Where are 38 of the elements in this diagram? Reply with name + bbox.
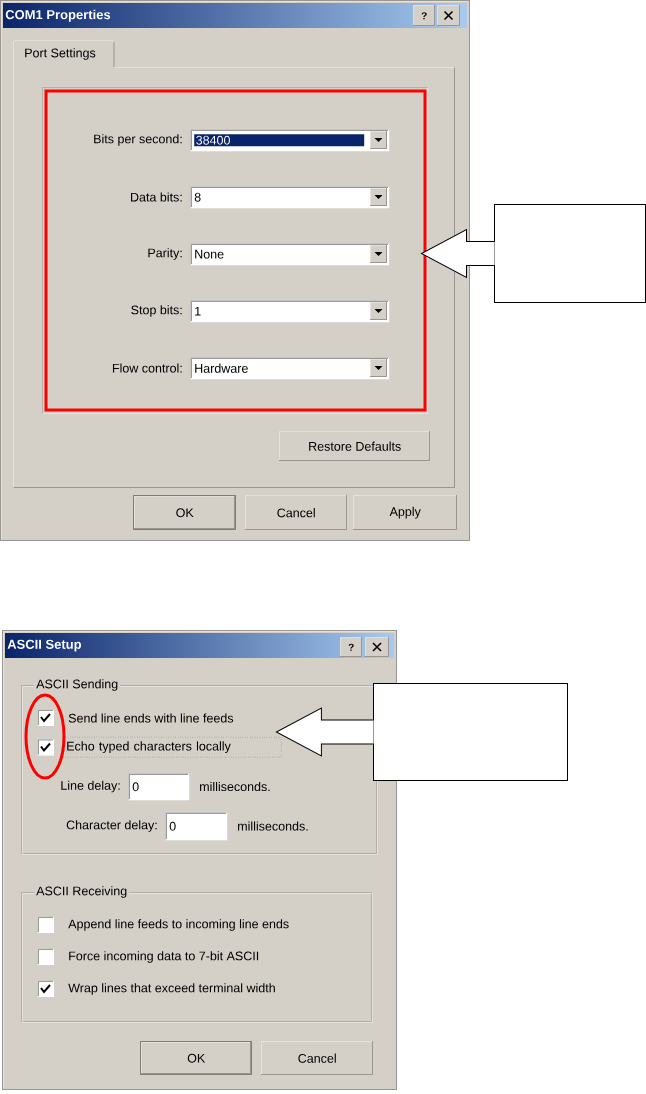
push-button: OK: [140, 1041, 253, 1076]
callout-box: [494, 204, 646, 303]
dropdown-field: Hardware: [190, 357, 390, 380]
highlight-ellipse: [24, 693, 66, 780]
checkbox-label: Send line ends with line feeds: [68, 713, 234, 723]
highlight-box: [42, 87, 429, 415]
field-label: Data bits:: [131, 192, 182, 202]
help-button: ?: [412, 4, 436, 27]
push-button: Restore Defaults: [278, 430, 431, 462]
field-label: Bits per second:: [94, 134, 182, 146]
callout-box: [373, 683, 568, 781]
field-label: Character delay:: [66, 820, 157, 832]
field-label: milliseconds.: [238, 821, 308, 831]
dropdown-field: None: [190, 243, 390, 266]
help-button: ?: [339, 636, 363, 658]
push-button: OK: [133, 495, 237, 531]
field-label: milliseconds.: [200, 781, 270, 792]
close-button: [436, 4, 461, 27]
field-label: Parity:: [148, 248, 182, 260]
checkbox-label: Append line feeds to incoming line ends: [68, 919, 289, 931]
block-arrow: [421, 229, 496, 278]
field-label: Line delay:: [61, 780, 120, 793]
dropdown-field: 1: [190, 300, 390, 323]
checkbox-label: Echo typed characters locally: [63, 737, 282, 758]
dropdown-field: 8: [190, 186, 390, 209]
field-label: Flow control:: [112, 363, 182, 373]
block-arrow: [275, 707, 375, 757]
text-field: 0: [128, 773, 190, 801]
node-label: ?: [421, 12, 427, 20]
checkbox-label: Force incoming data to 7-bit ASCII: [69, 951, 259, 963]
dropdown-field: 38400: [190, 129, 390, 152]
push-button: Apply: [352, 494, 458, 531]
push-button: Cancel: [260, 1040, 374, 1076]
checkbox-label: Wrap lines that exceed terminal width: [68, 983, 275, 995]
field-label: Stop bits:: [131, 305, 182, 317]
close-button: [364, 636, 390, 658]
push-button: Cancel: [244, 494, 348, 531]
text-field: 0: [165, 812, 228, 841]
